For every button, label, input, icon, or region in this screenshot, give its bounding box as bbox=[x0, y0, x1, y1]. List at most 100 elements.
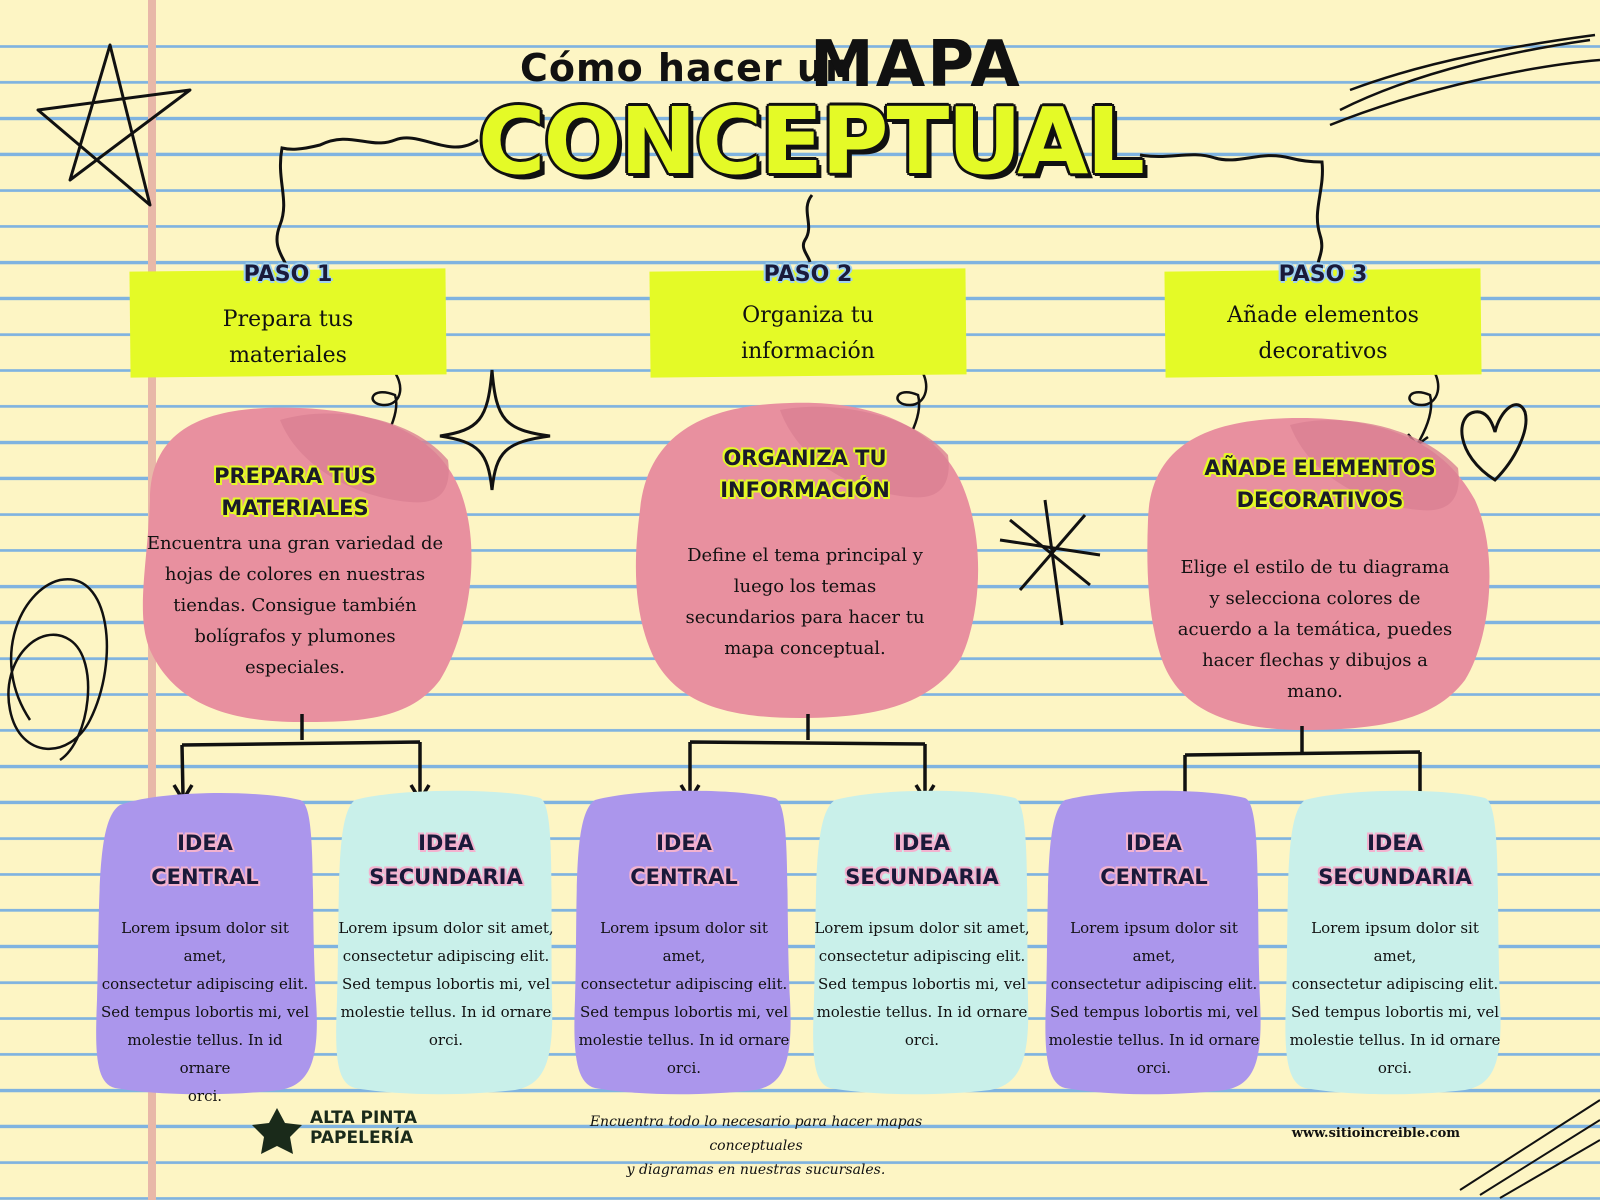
step-text-3-line1: Añade elementos bbox=[1227, 303, 1419, 328]
scribble-doodle-top-right bbox=[1329, 33, 1600, 127]
title-small-text: Cómo hacer un bbox=[520, 46, 853, 90]
card-secundaria-2-heading-line2: SECUNDARIA bbox=[845, 865, 999, 889]
step-text-2-line2: información bbox=[741, 339, 875, 364]
spiral-doodle-left bbox=[7, 578, 109, 762]
card-secundaria-2-heading-line1: IDEA bbox=[894, 831, 950, 855]
card-central-2-body: Lorem ipsum dolor sit amet, consectetur … bbox=[578, 914, 790, 1082]
connector-step2 bbox=[801, 194, 814, 263]
card-body-line: Lorem ipsum dolor sit amet, bbox=[121, 919, 289, 965]
card-central-3-body: Lorem ipsum dolor sit amet, consectetur … bbox=[1048, 914, 1260, 1082]
card-body-line: Lorem ipsum dolor sit amet, bbox=[338, 919, 554, 937]
brand-name-line2: PAPELERÍA bbox=[310, 1128, 414, 1148]
circle-heading-3-line2: DECORATIVOS bbox=[1236, 488, 1404, 512]
card-body-line: Lorem ipsum dolor sit amet, bbox=[814, 919, 1030, 937]
circle-body-2-line: secundarios para hacer tu bbox=[685, 607, 925, 628]
card-body-line: consectetur adipiscing elit. bbox=[1291, 975, 1499, 993]
card-body-line: Sed tempus lobortis mi, vel bbox=[579, 1003, 788, 1021]
step-text-2-line1: Organiza tu bbox=[742, 303, 874, 328]
card-body-line: molestie tellus. In id ornare bbox=[1289, 1031, 1501, 1049]
connector-step3 bbox=[1139, 153, 1324, 266]
circle-body-2-line: luego los temas bbox=[733, 576, 877, 597]
card-body-line: molestie tellus. In id ornare bbox=[578, 1031, 790, 1049]
card-body-line: molestie tellus. In id ornare bbox=[127, 1031, 283, 1077]
circle-body-1-line: especiales. bbox=[244, 657, 345, 678]
branch-arrows-step1 bbox=[172, 714, 431, 804]
circle-body-1: Encuentra una gran variedad de hojas de … bbox=[140, 528, 450, 683]
circle-body-1-line: Encuentra una gran variedad de bbox=[146, 533, 444, 554]
card-body-line: Sed tempus lobortis mi, vel bbox=[341, 975, 550, 993]
card-body-line: molestie tellus. In id ornare bbox=[1048, 1031, 1260, 1049]
step-label-2: PASO 2 bbox=[763, 262, 853, 287]
circle-body-3-line: mano. bbox=[1287, 681, 1343, 702]
footer-tagline-line1: Encuentra todo lo necesario para hacer m… bbox=[589, 1114, 923, 1154]
card-secundaria-1-heading-line1: IDEA bbox=[418, 831, 474, 855]
circle-body-1-line: hojas de colores en nuestras bbox=[164, 564, 426, 585]
title-main-text: CONCEPTUAL bbox=[478, 88, 1145, 195]
card-central-2-heading-line1: IDEA bbox=[656, 831, 712, 855]
card-body-line: Lorem ipsum dolor sit amet, bbox=[600, 919, 768, 965]
title-top-line: Cómo hacer un MAPA bbox=[520, 28, 1080, 102]
card-central-3-heading-line1: IDEA bbox=[1126, 831, 1182, 855]
card-body-line: Lorem ipsum dolor sit amet, bbox=[1311, 919, 1479, 965]
card-body-line: Sed tempus lobortis mi, vel bbox=[1290, 1003, 1499, 1021]
card-body-line: molestie tellus. In id ornare bbox=[340, 1003, 552, 1021]
card-body-line: orci. bbox=[904, 1031, 940, 1049]
card-body-line: consectetur adipiscing elit. bbox=[580, 975, 788, 993]
circle-body-2: Define el tema principal y luego los tem… bbox=[660, 540, 950, 664]
footer-tagline: Encuentra todo lo necesario para hacer m… bbox=[556, 1110, 956, 1182]
card-central-1-heading-line1: IDEA bbox=[177, 831, 233, 855]
brand-logo-text: ALTA PINTA PAPELERÍA bbox=[310, 1108, 417, 1148]
footer-website-url: www.sitioincreible.com bbox=[1291, 1126, 1460, 1141]
card-body-line: orci. bbox=[666, 1059, 702, 1077]
connector-step1 bbox=[275, 136, 479, 266]
brand-name-line1: ALTA PINTA bbox=[310, 1108, 417, 1128]
card-body-line: Lorem ipsum dolor sit amet, bbox=[1070, 919, 1238, 965]
asterisk-doodle-icon bbox=[999, 499, 1101, 626]
circle-body-2-line: Define el tema principal y bbox=[687, 545, 923, 566]
star-doodle-icon bbox=[36, 43, 192, 207]
card-body-line: consectetur adipiscing elit. bbox=[101, 975, 309, 993]
step-text-1-line1: Prepara tus bbox=[222, 307, 354, 332]
footer-tagline-line2: y diagramas en nuestras sucursales. bbox=[626, 1162, 886, 1178]
card-central-1-body: Lorem ipsum dolor sit amet, consectetur … bbox=[100, 914, 310, 1110]
logo-star-icon bbox=[252, 1108, 302, 1154]
card-body-line: consectetur adipiscing elit. bbox=[342, 947, 550, 965]
card-body-line: Sed tempus lobortis mi, vel bbox=[100, 1003, 309, 1021]
step-text-3-line2: decorativos bbox=[1258, 339, 1388, 364]
card-central-3-heading-line2: CENTRAL bbox=[1100, 865, 1208, 889]
card-central-2-heading-line2: CENTRAL bbox=[630, 865, 738, 889]
heart-doodle-icon bbox=[1460, 403, 1528, 482]
circle-heading-1-line2: MATERIALES bbox=[221, 496, 369, 520]
card-secundaria-1-heading-line2: SECUNDARIA bbox=[369, 865, 523, 889]
circle-body-1-line: tiendas. Consigue también bbox=[173, 595, 417, 616]
circle-body-3: Elige el estilo de tu diagrama y selecci… bbox=[1160, 552, 1470, 707]
branch-arrows-step3 bbox=[1174, 726, 1431, 816]
step-label-1: PASO 1 bbox=[243, 262, 333, 287]
circle-heading-2-line2: INFORMACIÓN bbox=[720, 478, 890, 502]
card-body-line: orci. bbox=[1136, 1059, 1172, 1077]
circle-body-3-line: y selecciona colores de bbox=[1209, 588, 1421, 609]
card-secundaria-2-body: Lorem ipsum dolor sit amet, consectetur … bbox=[814, 914, 1030, 1054]
card-body-line: consectetur adipiscing elit. bbox=[818, 947, 1026, 965]
scribble-doodle-bottom-right bbox=[1459, 1099, 1600, 1199]
step-text-1-line2: materiales bbox=[229, 343, 347, 368]
branch-arrows-step2 bbox=[679, 714, 936, 804]
card-secundaria-3-heading-line2: SECUNDARIA bbox=[1318, 865, 1472, 889]
card-body-line: Sed tempus lobortis mi, vel bbox=[817, 975, 1026, 993]
title-big-text: MAPA bbox=[810, 28, 1022, 102]
card-body-line: consectetur adipiscing elit. bbox=[1050, 975, 1258, 993]
card-secundaria-1-body: Lorem ipsum dolor sit amet, consectetur … bbox=[338, 914, 554, 1054]
card-body-line: orci. bbox=[187, 1087, 223, 1105]
card-body-line: orci. bbox=[1377, 1059, 1413, 1077]
circle-heading-2-line1: ORGANIZA TU bbox=[723, 446, 887, 470]
card-secundaria-3-heading-line1: IDEA bbox=[1367, 831, 1423, 855]
card-body-line: Sed tempus lobortis mi, vel bbox=[1049, 1003, 1258, 1021]
circle-body-3-line: Elige el estilo de tu diagrama bbox=[1180, 557, 1450, 578]
sparkle-doodle-icon bbox=[439, 369, 551, 491]
circle-heading-1-line1: PREPARA TUS bbox=[214, 464, 376, 488]
card-body-line: orci. bbox=[428, 1031, 464, 1049]
card-secundaria-3-body: Lorem ipsum dolor sit amet, consectetur … bbox=[1288, 914, 1502, 1082]
card-body-line: molestie tellus. In id ornare bbox=[816, 1003, 1028, 1021]
circle-body-3-line: hacer flechas y dibujos a bbox=[1202, 650, 1428, 671]
circle-heading-3-line1: AÑADE ELEMENTOS bbox=[1204, 456, 1436, 480]
